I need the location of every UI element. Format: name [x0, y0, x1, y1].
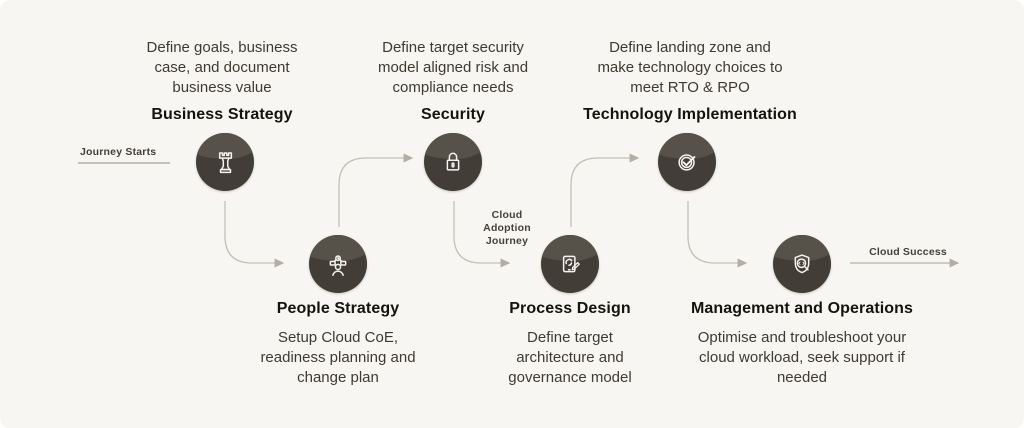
stage-description-people-strategy: Setup Cloud CoE, readiness planning and … — [260, 329, 416, 386]
connector-technology-to-management — [687, 201, 748, 268]
stage-badge-management-operations — [773, 235, 831, 293]
connector-process-to-technology — [570, 153, 640, 227]
stage-badge-people-strategy — [309, 235, 367, 293]
stage-title-process-design: Process Design — [509, 300, 631, 317]
journey-starts-label: Journey Starts — [80, 146, 157, 158]
stage-description-process-design: Define target architecture and governanc… — [508, 329, 632, 386]
stage-title-technology-implementation: Technology Implementation — [583, 106, 797, 123]
stage-title-business-strategy: Business Strategy — [151, 106, 293, 123]
people-presentation-icon — [329, 255, 347, 277]
connector-people-to-security — [338, 153, 414, 227]
stage-description-security: Define target security model aligned ris… — [377, 39, 529, 96]
stage-badge-technology-implementation — [658, 133, 716, 191]
stage-title-security: Security — [421, 106, 485, 123]
stage-title-management-operations: Management and Operations — [690, 300, 914, 317]
cloud-success-label: Cloud Success — [869, 246, 947, 258]
shield-search-icon — [794, 254, 810, 274]
stage-title-people-strategy: People Strategy — [276, 300, 400, 317]
stage-description-technology-implementation: Define landing zone and make technology … — [597, 39, 783, 96]
check-circle-icon — [678, 154, 696, 171]
tablet-pencil-icon — [562, 255, 580, 273]
stage-badge-business-strategy — [196, 133, 254, 191]
cloud-adoption-journey-label: Cloud Adoption Journey — [483, 209, 531, 247]
stage-description-business-strategy: Define goals, business case, and documen… — [146, 39, 298, 96]
stage-description-management-operations: Optimise and troubleshoot your cloud wor… — [697, 329, 907, 386]
connector-business-to-people — [224, 201, 285, 268]
chess-rook-icon — [218, 152, 233, 174]
stage-badge-process-design — [541, 235, 599, 293]
padlock-icon — [446, 152, 460, 171]
stage-badge-security — [424, 133, 482, 191]
